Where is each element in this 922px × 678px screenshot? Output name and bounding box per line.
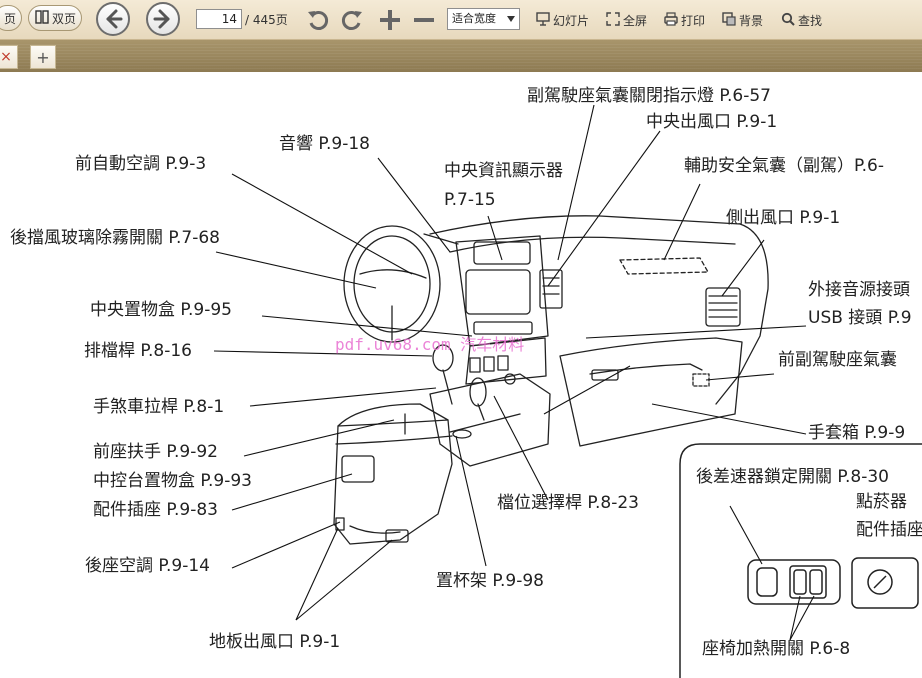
label-cup-holder: 置杯架 P.9-98 [436, 571, 544, 591]
print-button[interactable]: 打印 [664, 12, 705, 29]
total-pages: / 445页 [245, 13, 288, 27]
label-gear-selector: 檔位選擇桿 P.8-23 [497, 493, 639, 513]
label-floor-vent: 地板出風口 P.9-1 [209, 632, 341, 652]
label-center-vent: 中央出風口 P.9-1 [646, 112, 778, 132]
single-page-button[interactable]: 页 [0, 5, 22, 31]
label-front-passenger-airbag: 前副駕駛座氣囊 [778, 350, 897, 370]
background-icon [722, 12, 736, 29]
label-parking-brake: 手煞車拉桿 P.8-1 [93, 397, 225, 417]
label-passenger-airbag-off: 副駕駛座氣囊關閉指示燈 P.6-57 [527, 86, 771, 106]
label-audio: 音響 P.9-18 [279, 134, 370, 154]
toolbar: 页 双页 14 / 445页 适合宽度 幻灯片 全屏 打印 [0, 0, 922, 40]
label-rear-defog: 後擋風玻璃除霧開關 P.7-68 [10, 228, 220, 248]
zoom-mode-select[interactable]: 适合宽度 [447, 8, 520, 30]
label-shift-lever: 排檔桿 P.8-16 [84, 341, 192, 361]
label-side-vent: 側出風口 P.9-1 [726, 208, 841, 228]
fullscreen-button[interactable]: 全屏 [606, 12, 647, 29]
label-power-outlet: 配件插座 P.9-83 [93, 500, 218, 520]
slideshow-label: 幻灯片 [553, 14, 590, 28]
plus-icon [380, 10, 400, 30]
rotate-right-button[interactable] [340, 8, 364, 32]
print-label: 打印 [681, 14, 706, 28]
label-front-auto-ac: 前自動空調 P.9-3 [75, 154, 207, 174]
next-page-button[interactable] [146, 2, 180, 36]
label-cigarette-lighter: 點菸器 [856, 492, 907, 512]
arrow-left-icon [106, 9, 123, 29]
watermark: pdf.uv68.com 汽车材料 [335, 335, 525, 354]
slideshow-icon [536, 12, 550, 29]
slideshow-button[interactable]: 幻灯片 [536, 12, 589, 29]
background-button[interactable]: 背景 [722, 12, 763, 29]
printer-icon [664, 12, 678, 29]
close-icon: × [0, 49, 12, 65]
label-usb: USB 接頭 P.9 [808, 308, 912, 328]
label-rear-ac: 後座空調 P.9-14 [85, 556, 210, 576]
label-center-display-page: P.7-15 [444, 190, 496, 210]
label-aux-jack: 外接音源接頭 [808, 280, 910, 300]
background-label: 背景 [739, 14, 764, 28]
zoom-out-button[interactable] [412, 8, 436, 32]
label-center-display: 中央資訊顯示器 [444, 161, 563, 181]
label-armrest: 前座扶手 P.9-92 [93, 442, 218, 462]
label-accessory-socket: 配件插座 [856, 520, 922, 540]
current-page-value: 14 [221, 12, 237, 26]
zoom-in-button[interactable] [378, 8, 402, 32]
arrow-right-icon [153, 9, 170, 29]
page-number-input[interactable]: 14 [196, 9, 242, 29]
rotate-right-icon [341, 11, 362, 30]
find-button[interactable]: 查找 [781, 12, 822, 29]
rotate-left-icon [308, 11, 329, 30]
add-tab-button[interactable]: + [30, 45, 56, 69]
zoom-mode-value: 适合宽度 [452, 12, 496, 25]
document-page[interactable]: pdf.uv68.com 汽车材料 副駕駛座氣囊關閉指示燈 P.6-57 中央出… [0, 74, 922, 678]
single-page-label: 页 [3, 11, 16, 26]
chevron-down-icon [507, 16, 515, 22]
plus-tab-icon: + [36, 47, 50, 67]
book-icon [35, 9, 49, 27]
close-tab-button[interactable]: × [0, 45, 18, 69]
search-icon [781, 12, 795, 29]
label-console-box: 中控台置物盒 P.9-93 [93, 471, 252, 491]
find-label: 查找 [798, 14, 823, 28]
label-glove-box: 手套箱 P.9-9 [808, 423, 906, 443]
previous-page-button[interactable] [96, 2, 130, 36]
dual-page-label: 双页 [52, 11, 77, 26]
label-seat-heater: 座椅加熱開關 P.6-8 [702, 639, 851, 659]
dual-page-button[interactable]: 双页 [28, 5, 82, 31]
label-center-box: 中央置物盒 P.9-95 [90, 300, 232, 320]
fullscreen-icon [606, 12, 620, 29]
fullscreen-label: 全屏 [623, 14, 648, 28]
label-aux-airbag: 輔助安全氣囊（副駕）P.6- [684, 156, 884, 176]
label-rear-diff-lock: 後差速器鎖定開關 P.8-30 [696, 467, 889, 487]
dashboard-illustration [213, 104, 922, 678]
rotate-left-button[interactable] [306, 8, 330, 32]
tab-bar: × + [0, 40, 922, 72]
minus-icon [414, 18, 434, 22]
